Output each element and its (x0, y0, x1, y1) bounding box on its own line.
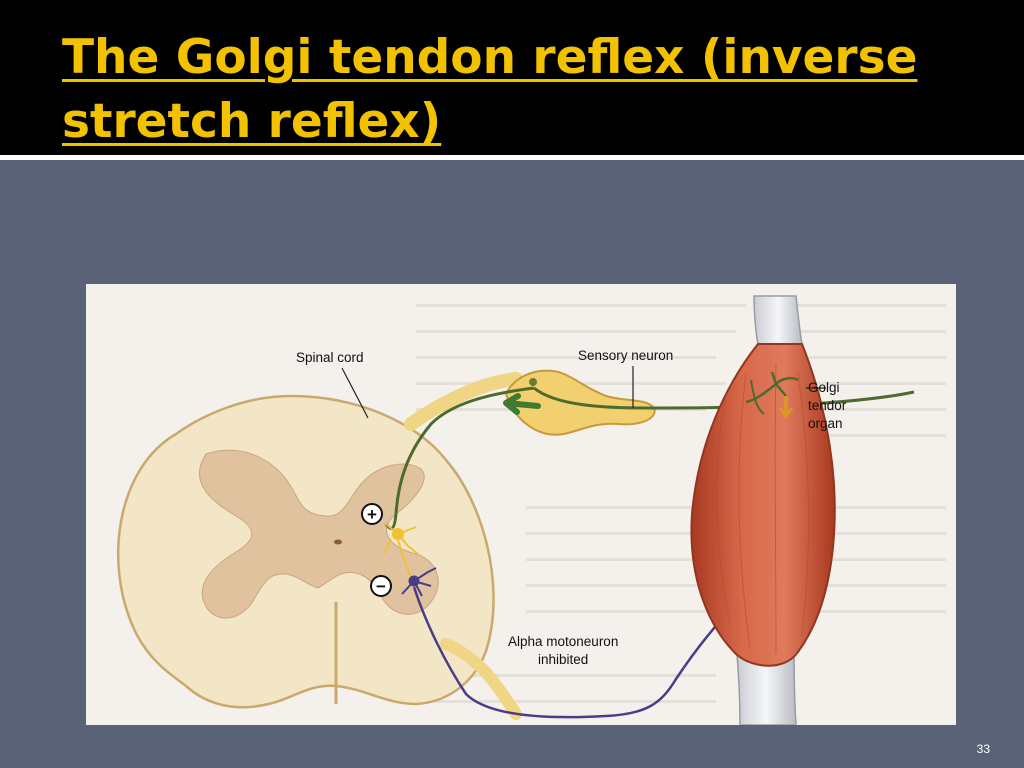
title-bar: The Golgi tendon reflex (inverse stretch… (0, 0, 1024, 160)
reflex-diagram: + − Spinal cord Sensory neuron Golgi ten… (86, 284, 956, 725)
inhibitory-sign: − (376, 577, 386, 596)
muscle-belly (690, 343, 836, 667)
label-inhibited: inhibited (538, 652, 588, 667)
spinal-cord-leader-line (341, 367, 369, 419)
central-canal (334, 539, 342, 545)
excitatory-symbol: + (361, 503, 383, 525)
interneuron (383, 523, 419, 581)
ganglion-cell-body (529, 378, 537, 386)
ventral-root (440, 638, 522, 720)
label-golgi-line3: organ (808, 416, 843, 431)
dorsal-root (404, 372, 523, 431)
label-spinal-cord: Spinal cord (296, 350, 364, 365)
upper-tendon (753, 295, 803, 345)
label-sensory-neuron: Sensory neuron (578, 348, 673, 363)
slide-title: The Golgi tendon reflex (inverse stretch… (62, 30, 918, 149)
muscle (690, 295, 836, 725)
label-golgi-line1: Golgi (808, 380, 840, 395)
slide-number: 33 (976, 742, 990, 756)
reflex-diagram-svg: + − Spinal cord Sensory neuron Golgi ten… (86, 284, 956, 725)
label-golgi-line2: tendor (808, 398, 847, 413)
title-divider (0, 155, 1024, 160)
afferent-arrow-icon (503, 393, 541, 415)
inhibitory-symbol: − (370, 575, 392, 597)
golgi-tendon-organ (745, 371, 799, 419)
sensory-neuron-fiber (384, 386, 915, 530)
excitatory-sign: + (367, 505, 377, 524)
label-alpha-motoneuron: Alpha motoneuron (508, 634, 618, 649)
